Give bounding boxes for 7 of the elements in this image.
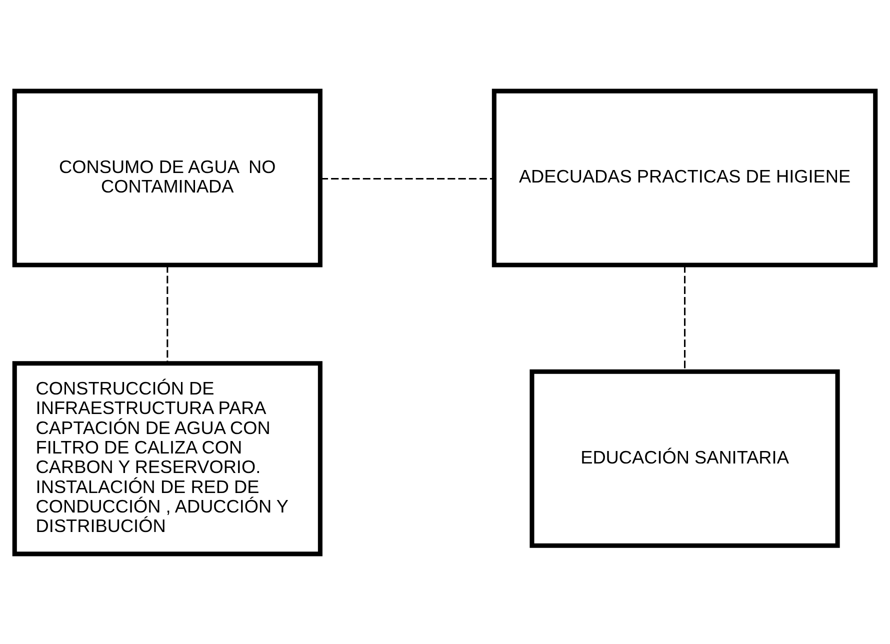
node-box: ADECUADAS PRACTICAS DE HIGIENE: [492, 88, 878, 267]
node-box: CONSUMO DE AGUA NO CONTAMINADA: [12, 88, 322, 267]
node-box: EDUCACIÓN SANITARIA: [530, 368, 840, 548]
connector: [684, 264, 686, 371]
connector: [166, 264, 168, 363]
node-box: CONSTRUCCIÓN DE INFRAESTRUCTURA PARA CAPTACIÓN DE AGUA CON FILTRO DE CALIZA CON CARBON Y RESERVORIO. INSTALACIÓN DE RED DE CONDUCCIÓN , ADUCCIÓN Y DISTRIBUCIÓN: [12, 360, 322, 556]
connector: [320, 178, 494, 180]
